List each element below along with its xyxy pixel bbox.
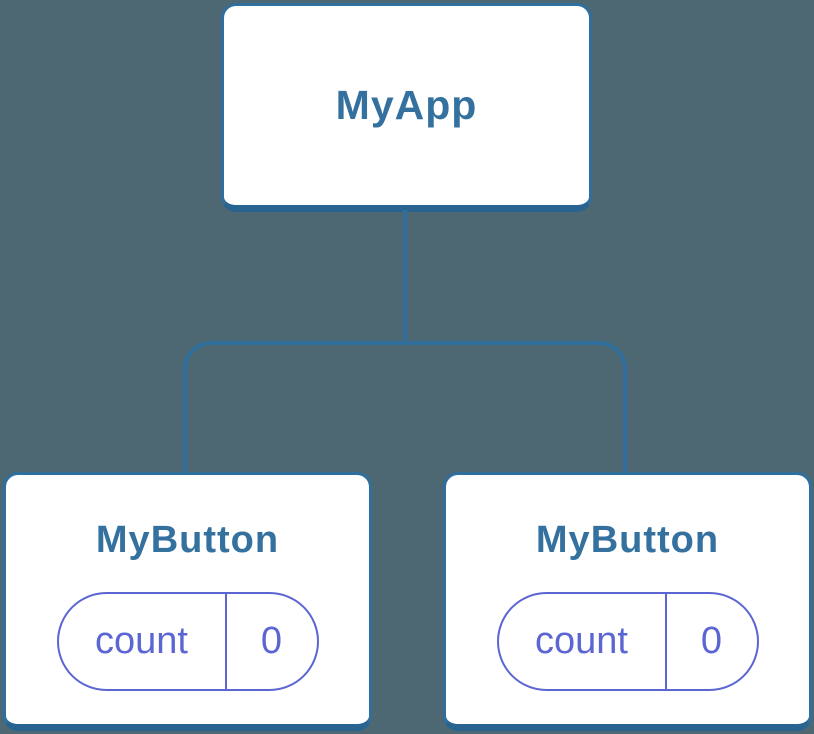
connector-branch-bracket bbox=[183, 341, 627, 472]
state-key-label: count bbox=[499, 594, 667, 689]
state-value-label: 0 bbox=[700, 620, 723, 662]
tree-node-child-left: MyButton count 0 bbox=[3, 472, 372, 731]
state-pill-left: count 0 bbox=[56, 592, 319, 691]
tree-node-child-right: MyButton count 0 bbox=[443, 472, 812, 731]
child-right-label: MyButton bbox=[535, 519, 720, 561]
state-value-label: 0 bbox=[260, 620, 283, 662]
connector-root-stem bbox=[403, 210, 407, 344]
tree-node-root: MyApp bbox=[221, 3, 592, 212]
state-pill-right: count 0 bbox=[496, 592, 759, 691]
state-key-label: count bbox=[59, 594, 227, 689]
root-node-label: MyApp bbox=[335, 82, 478, 128]
child-left-label: MyButton bbox=[95, 519, 280, 561]
